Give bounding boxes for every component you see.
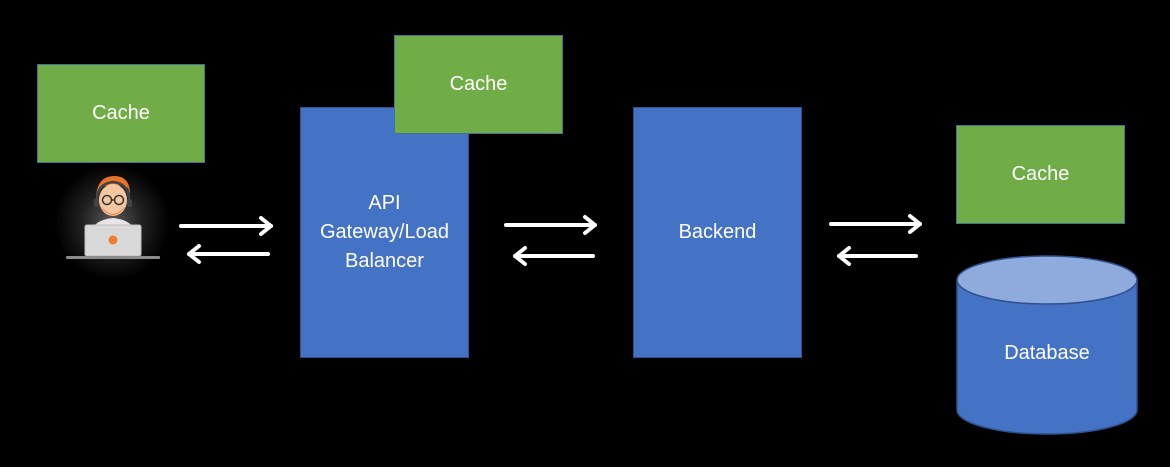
arrow-right-icon xyxy=(829,214,922,234)
arrow-right-icon xyxy=(504,215,597,235)
arrow-right-icon xyxy=(179,216,273,236)
gateway-cache-box: Cache xyxy=(394,35,563,134)
api-gateway-label: API Gateway/Load Balancer xyxy=(320,192,449,272)
arrow-left-icon xyxy=(513,246,595,266)
api-gateway-box: API Gateway/Load Balancer xyxy=(300,107,469,358)
backend-label: Backend xyxy=(678,221,757,243)
database-cache-label: Cache xyxy=(1011,163,1070,185)
database-cache-box: Cache xyxy=(956,125,1125,224)
client-cache-box: Cache xyxy=(37,64,205,163)
client-cache-label: Cache xyxy=(92,102,150,124)
arrow-left-icon xyxy=(187,244,270,264)
arrow-left-icon xyxy=(837,246,918,266)
gateway-cache-label: Cache xyxy=(449,73,508,95)
backend-box: Backend xyxy=(633,107,802,358)
database-label: Database xyxy=(1004,342,1090,364)
